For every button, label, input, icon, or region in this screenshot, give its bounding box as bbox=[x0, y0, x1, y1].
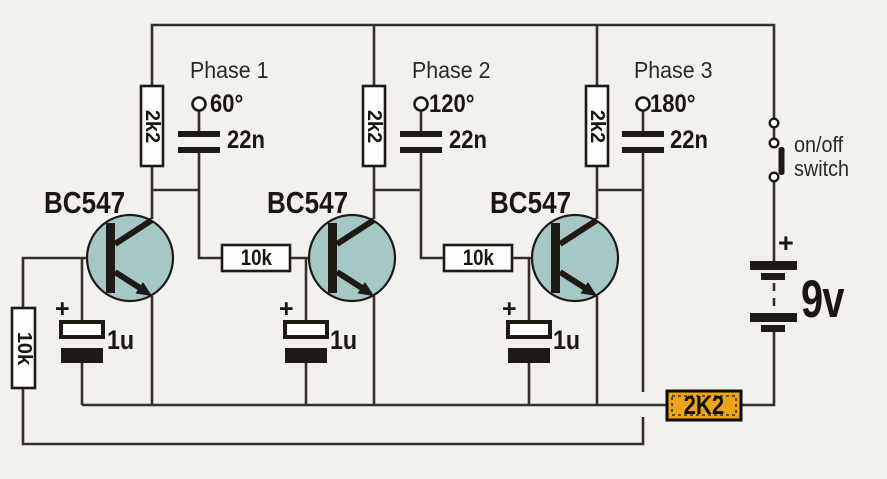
phase1-degrees: 60° bbox=[210, 90, 244, 118]
transistor-body-2 bbox=[307, 213, 397, 303]
emitter-cap-1-bottom-plate bbox=[61, 348, 103, 363]
stage-1 bbox=[59, 84, 220, 363]
phase2-output-terminal bbox=[413, 96, 429, 112]
transistor-body-3 bbox=[530, 213, 620, 303]
emitter-cap-1-value: 1u bbox=[107, 325, 135, 355]
feedback-resistor-box bbox=[665, 389, 743, 422]
stage-3 bbox=[442, 84, 664, 363]
transistor-label-2: BC547 bbox=[267, 185, 349, 220]
transistor-base-bar-1 bbox=[106, 223, 115, 293]
battery-plate-long-2 bbox=[750, 313, 797, 322]
collector-resistor-3 bbox=[584, 84, 610, 168]
phase3-output-terminal bbox=[635, 96, 651, 112]
switch-lever bbox=[778, 147, 785, 175]
emitter-cap-1-top-plate bbox=[59, 320, 105, 339]
switch-label-line1: on/off bbox=[794, 132, 844, 157]
feedback-resistor-value: 2K2 bbox=[683, 390, 725, 420]
base-resistor-value: 10k bbox=[13, 331, 35, 365]
emitter-arrow-icon-2 bbox=[357, 282, 374, 296]
transistor-label-3: BC547 bbox=[490, 185, 572, 220]
switch-terminal-middle bbox=[768, 137, 780, 149]
emitter-lead-2 bbox=[335, 269, 364, 291]
emitter-cap-1-polarity: + bbox=[55, 295, 70, 323]
emitter-cap-3-value: 1u bbox=[553, 325, 581, 355]
phase2-degrees: 120° bbox=[429, 90, 475, 118]
emitter-lead-1 bbox=[113, 269, 142, 291]
emitter-cap-3-polarity: + bbox=[502, 295, 517, 323]
battery-polarity: + bbox=[778, 228, 794, 258]
collector-resistor-2-value: 2k2 bbox=[363, 109, 386, 143]
battery-plate-long-1 bbox=[750, 261, 797, 270]
output-cap-2-value: 22n bbox=[449, 126, 487, 154]
collector-resistor-1 bbox=[139, 84, 165, 168]
battery-voltage: 9v bbox=[801, 270, 844, 329]
transistor-base-bar-2 bbox=[328, 223, 337, 293]
coupling-resistor-2 bbox=[442, 243, 514, 273]
phase3-label: Phase 3 bbox=[634, 57, 713, 83]
feedback-bus bbox=[21, 388, 645, 446]
collector-resistor-2 bbox=[361, 84, 387, 168]
onoff-switch-symbol bbox=[768, 117, 785, 183]
collector-lead-2 bbox=[335, 217, 376, 247]
collector-resistor-1-value: 2k2 bbox=[141, 109, 164, 143]
base-resistor bbox=[10, 306, 37, 390]
emitter-cap-2-value: 1u bbox=[330, 325, 358, 355]
collector-cap-wires bbox=[150, 111, 645, 392]
coupling-resistor-2-value: 10k bbox=[462, 245, 494, 270]
emitter-cap-wires bbox=[80, 258, 599, 405]
emitter-cap-2-top-plate bbox=[283, 320, 329, 339]
emitter-cap-2-polarity: + bbox=[279, 295, 294, 323]
transistor-base-bar-3 bbox=[551, 223, 560, 293]
transistor-body-1 bbox=[85, 213, 175, 303]
phase1-output-terminal bbox=[191, 96, 207, 112]
wire-layer bbox=[21, 23, 776, 446]
battery-plate-short-1 bbox=[761, 273, 785, 280]
output-cap-1-value: 22n bbox=[227, 126, 265, 154]
emitter-arrow-icon-3 bbox=[580, 282, 597, 296]
output-cap-3-value: 22n bbox=[670, 126, 708, 154]
phase2-label: Phase 2 bbox=[412, 57, 491, 83]
collector-lead-1 bbox=[113, 217, 154, 247]
phase1-label: Phase 1 bbox=[190, 57, 269, 83]
battery-plate-short-2 bbox=[761, 325, 785, 332]
switch-terminal-top bbox=[768, 117, 780, 129]
switch-label-line2: switch bbox=[794, 156, 850, 181]
coupling-resistor-1 bbox=[220, 243, 292, 273]
switch-terminal-bottom bbox=[768, 171, 780, 183]
stage-2 bbox=[220, 84, 442, 363]
output-cap-3 bbox=[622, 131, 664, 153]
collector-lead-3 bbox=[558, 217, 599, 247]
emitter-cap-3-top-plate bbox=[506, 320, 552, 339]
top-power-rail bbox=[150, 23, 776, 119]
collector-resistor-3-value: 2k2 bbox=[586, 109, 609, 143]
battery-symbol bbox=[750, 261, 797, 332]
output-cap-2 bbox=[400, 131, 442, 153]
battery-switch-wire bbox=[741, 127, 776, 407]
emitter-cap-3-bottom-plate bbox=[508, 348, 550, 363]
feedback-resistor-inner-border bbox=[671, 395, 737, 416]
emitter-cap-2-bottom-plate bbox=[285, 348, 327, 363]
phase3-degrees: 180° bbox=[650, 90, 696, 118]
emitter-arrow-icon-1 bbox=[135, 282, 152, 296]
emitter-lead-3 bbox=[558, 269, 587, 291]
transistor-label-1: BC547 bbox=[44, 185, 126, 220]
output-cap-1 bbox=[178, 131, 220, 153]
coupling-resistor-1-value: 10k bbox=[240, 245, 272, 270]
